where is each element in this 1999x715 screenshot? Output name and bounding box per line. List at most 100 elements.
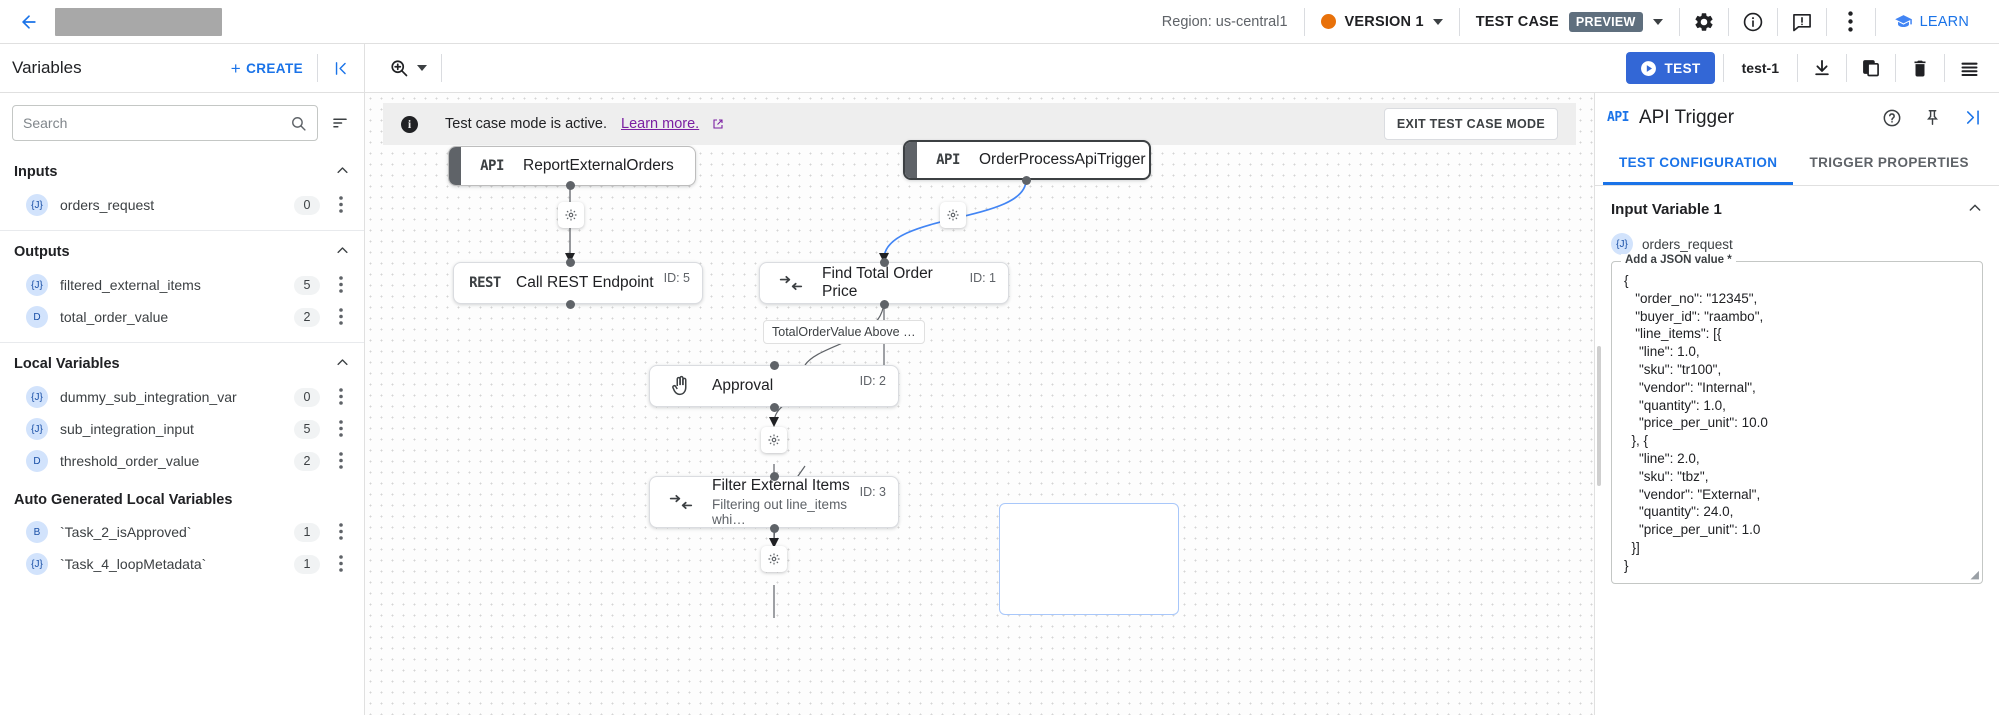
- group-header[interactable]: Outputs: [0, 231, 364, 269]
- chevron-up-icon[interactable]: [335, 243, 350, 261]
- tab-test-configuration[interactable]: TEST CONFIGURATION: [1603, 142, 1794, 185]
- node-filter-external-items[interactable]: Filter External Items Filtering out line…: [649, 476, 899, 528]
- input-port[interactable]: [880, 258, 889, 267]
- node-approval[interactable]: Approval ID: 2: [649, 365, 899, 407]
- list-item[interactable]: {J} sub_integration_input 5: [0, 413, 364, 445]
- output-port[interactable]: [1022, 176, 1031, 185]
- chevron-up-icon[interactable]: [1967, 200, 1983, 219]
- feedback-icon[interactable]: [1778, 0, 1826, 44]
- node-order-process-api-trigger[interactable]: API OrderProcessApiTrigger: [903, 140, 1151, 180]
- divider: [1846, 54, 1847, 82]
- more-vert-icon[interactable]: [1827, 0, 1875, 44]
- edge-condition-label[interactable]: TotalOrderValue Above …: [763, 320, 925, 344]
- input-port[interactable]: [566, 258, 575, 267]
- preview-badge: PREVIEW: [1568, 11, 1643, 32]
- output-port[interactable]: [566, 300, 575, 309]
- tab-trigger-properties[interactable]: TRIGGER PROPERTIES: [1809, 154, 1969, 170]
- mapping-icon: [650, 493, 712, 511]
- json-value-text[interactable]: { "order_no": "12345", "buyer_id": "raam…: [1624, 273, 1768, 573]
- zoom-in-icon[interactable]: [381, 54, 435, 82]
- output-port[interactable]: [770, 524, 779, 533]
- version-label: VERSION 1: [1344, 13, 1424, 30]
- node-title: Find Total Order Price: [822, 265, 933, 300]
- test-case-selector[interactable]: TEST CASE PREVIEW: [1460, 11, 1679, 32]
- exit-test-case-mode-button[interactable]: EXIT TEST CASE MODE: [1383, 108, 1558, 140]
- resize-handle-icon[interactable]: ◢: [1970, 568, 1979, 581]
- more-vert-icon[interactable]: [332, 276, 350, 294]
- json-value-field[interactable]: Add a JSON value * { "order_no": "12345"…: [1611, 254, 1983, 584]
- input-port[interactable]: [770, 472, 779, 481]
- group-header: Auto Generated Local Variables: [0, 486, 364, 516]
- search-box[interactable]: [12, 105, 318, 141]
- list-item[interactable]: B `Task_2_isApproved` 1: [0, 516, 364, 548]
- sort-icon[interactable]: [328, 114, 352, 132]
- more-vert-icon[interactable]: [332, 196, 350, 214]
- list-item[interactable]: D threshold_order_value 2: [0, 445, 364, 477]
- output-port[interactable]: [880, 300, 889, 309]
- list-item[interactable]: {J} orders_request 0: [0, 189, 364, 221]
- create-variable-button[interactable]: + CREATE: [217, 60, 317, 77]
- info-icon[interactable]: [1729, 0, 1777, 44]
- pin-icon[interactable]: [1917, 103, 1947, 133]
- group-header[interactable]: Local Variables: [0, 343, 364, 381]
- more-vert-icon[interactable]: [332, 420, 350, 438]
- details-panel-tabs: TEST CONFIGURATION TRIGGER PROPERTIES: [1595, 142, 1999, 186]
- variable-count: 5: [294, 275, 320, 295]
- chevron-up-icon[interactable]: [335, 163, 350, 181]
- group-header[interactable]: Inputs: [0, 151, 364, 189]
- output-port[interactable]: [770, 403, 779, 412]
- input-port[interactable]: [770, 361, 779, 370]
- node-report-external-orders[interactable]: API ReportExternalOrders: [448, 146, 696, 186]
- back-arrow-icon[interactable]: [14, 7, 44, 37]
- divider: [1825, 7, 1827, 36]
- variable-group-outputs: Outputs {J} filtered_external_items 5 D …: [0, 231, 364, 343]
- gear-icon[interactable]: [1680, 0, 1728, 44]
- edge-settings-gear-icon[interactable]: [558, 202, 584, 228]
- variable-name: dummy_sub_integration_var: [60, 389, 237, 405]
- search-input[interactable]: [23, 115, 284, 131]
- collapse-right-icon[interactable]: [1957, 103, 1987, 133]
- test-button[interactable]: TEST: [1625, 52, 1715, 84]
- variable-type-badge: {J}: [26, 553, 48, 575]
- list-item[interactable]: {J} dummy_sub_integration_var 0: [0, 381, 364, 413]
- node-call-rest-endpoint[interactable]: REST Call REST Endpoint ID: 5: [453, 262, 703, 304]
- copy-icon[interactable]: [1847, 46, 1895, 90]
- output-port[interactable]: [566, 181, 575, 190]
- workflow-canvas[interactable]: i Test case mode is active. Learn more. …: [365, 93, 1594, 715]
- edge-settings-gear-icon[interactable]: [940, 202, 966, 228]
- download-icon[interactable]: [1798, 46, 1846, 90]
- list-item[interactable]: {J} `Task_4_loopMetadata` 1: [0, 548, 364, 580]
- secondary-toolbar: Variables + CREATE TEST test-1: [0, 44, 1999, 93]
- divider: [1722, 54, 1724, 82]
- variable-count: 0: [294, 387, 320, 407]
- input-variable-section-header[interactable]: Input Variable 1: [1611, 200, 1983, 219]
- list-icon[interactable]: [1945, 46, 1993, 90]
- node-title: ReportExternalOrders: [523, 157, 674, 174]
- edge-settings-gear-icon[interactable]: [761, 546, 787, 572]
- more-vert-icon[interactable]: [332, 523, 350, 541]
- list-item[interactable]: {J} filtered_external_items 5: [0, 269, 364, 301]
- more-vert-icon[interactable]: [332, 388, 350, 406]
- divider: [317, 54, 318, 82]
- more-vert-icon[interactable]: [332, 452, 350, 470]
- learn-label: LEARN: [1919, 13, 1969, 30]
- node-id-label: ID: 2: [859, 374, 886, 388]
- canvas-overlay-card[interactable]: [999, 503, 1179, 615]
- chevron-up-icon[interactable]: [335, 355, 350, 373]
- version-selector[interactable]: VERSION 1: [1305, 14, 1459, 30]
- section-title: Input Variable 1: [1611, 201, 1722, 218]
- delete-icon[interactable]: [1896, 46, 1944, 90]
- node-find-total-order-price[interactable]: Find Total Order Price ID: 1: [759, 262, 1009, 304]
- panel-scrollbar[interactable]: [1597, 346, 1601, 486]
- more-vert-icon[interactable]: [332, 555, 350, 573]
- group-title: Outputs: [14, 244, 70, 260]
- more-vert-icon[interactable]: [332, 308, 350, 326]
- help-icon[interactable]: [1877, 103, 1907, 133]
- edge-settings-gear-icon[interactable]: [761, 427, 787, 453]
- learn-more-link[interactable]: Learn more.: [621, 116, 700, 132]
- learn-button[interactable]: LEARN: [1876, 12, 1985, 31]
- collapse-left-icon[interactable]: [318, 60, 364, 77]
- group-title: Local Variables: [14, 356, 120, 372]
- variable-type-badge: {J}: [26, 274, 48, 296]
- list-item[interactable]: D total_order_value 2: [0, 301, 364, 333]
